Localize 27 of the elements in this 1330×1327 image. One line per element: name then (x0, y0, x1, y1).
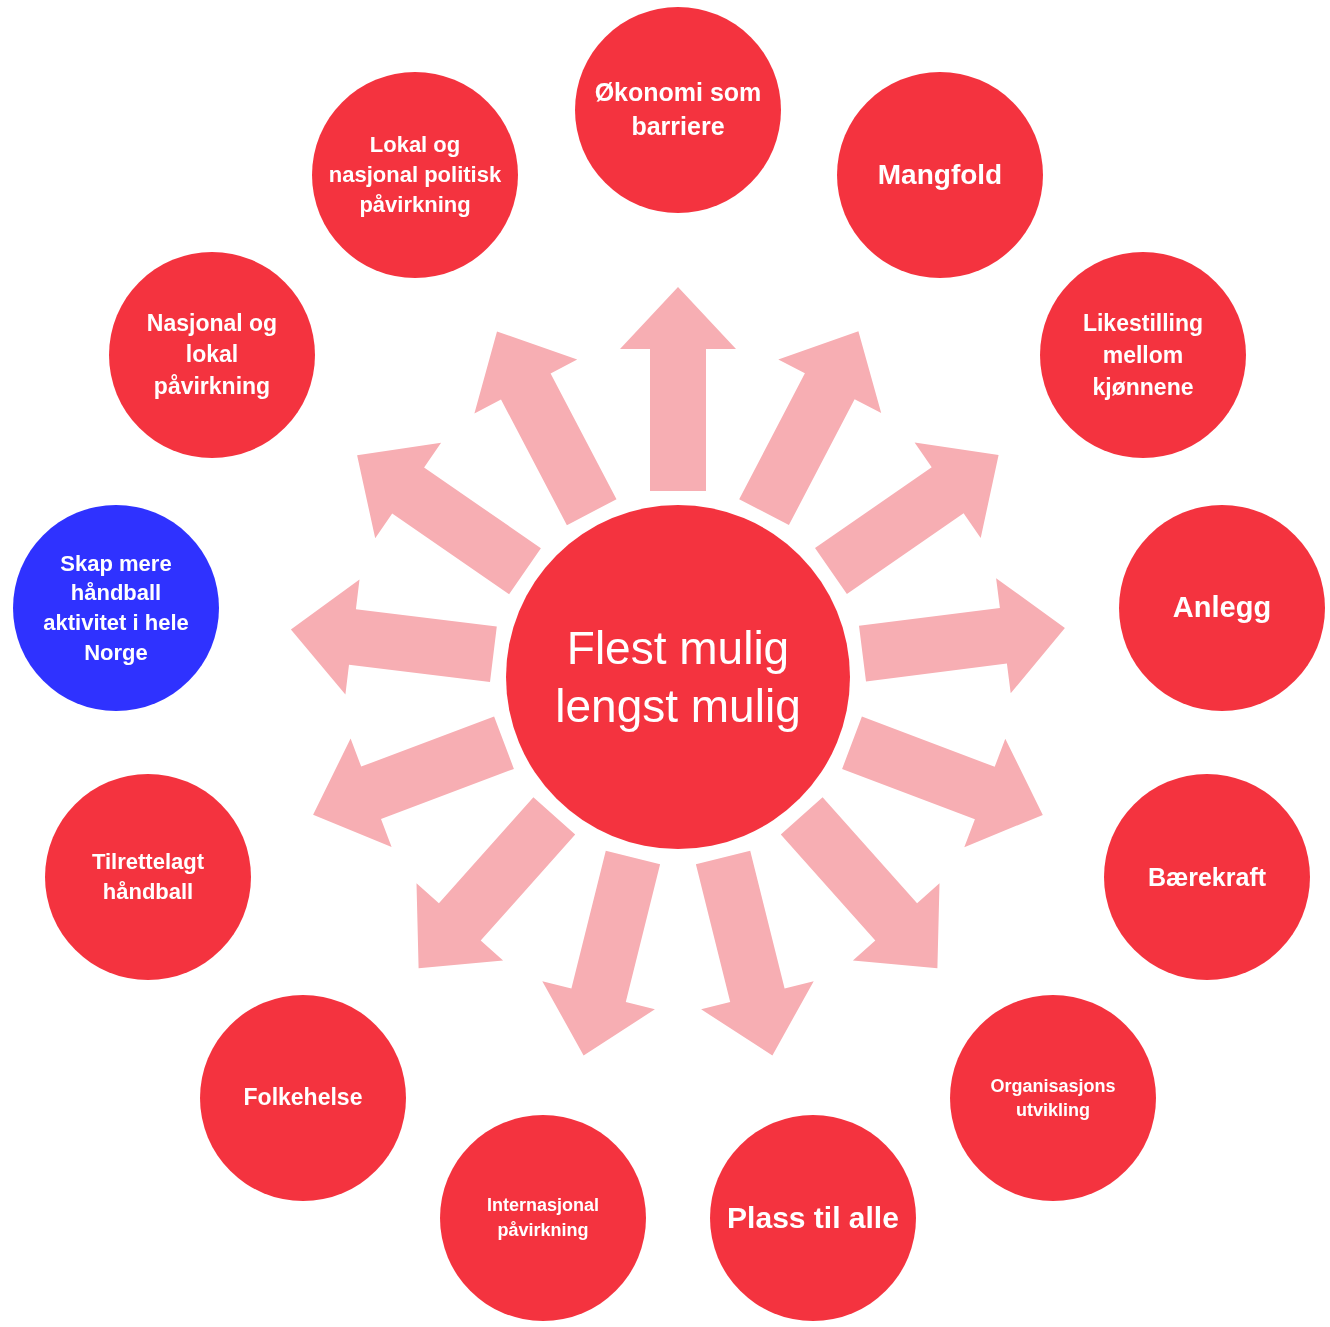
block-arrow (620, 287, 736, 491)
circle-label: Flest mulig lengst mulig (554, 620, 802, 734)
block-arrow (542, 850, 661, 1056)
circle-label: Plass til alle (727, 1200, 899, 1237)
circle-label: Økonomi som barriere (593, 77, 763, 142)
circle-label: Anlegg (1172, 590, 1272, 626)
circle-label: Folkehelse (243, 1083, 363, 1113)
block-arrow (815, 442, 999, 595)
block-arrow (313, 716, 514, 848)
block-arrow (290, 579, 497, 695)
circle-label: Likestilling mellom kjønnene (1081, 308, 1205, 403)
block-arrow (695, 850, 814, 1056)
circle-label: Organisasjons utvikling (989, 1074, 1117, 1122)
circle-label: Skap mere håndball aktivitet i hele Norge (42, 549, 190, 667)
circle-label: Mangfold (877, 157, 1003, 192)
circle-label: Bærekraft (1147, 861, 1267, 893)
block-arrow (842, 716, 1043, 848)
block-arrow (739, 331, 882, 526)
circle-label: Nasjonal og lokal påvirkning (145, 309, 279, 401)
circle-label: Tilrettelagt håndball (90, 848, 206, 906)
block-arrow (780, 797, 940, 969)
block-arrow (859, 578, 1065, 694)
block-arrow (357, 442, 541, 595)
block-arrow (416, 797, 576, 969)
circle-label: Lokal og nasjonal politisk påvirkning (328, 131, 502, 219)
circle-label: Internasjonal påvirkning (486, 1193, 600, 1242)
block-arrow (474, 331, 617, 526)
